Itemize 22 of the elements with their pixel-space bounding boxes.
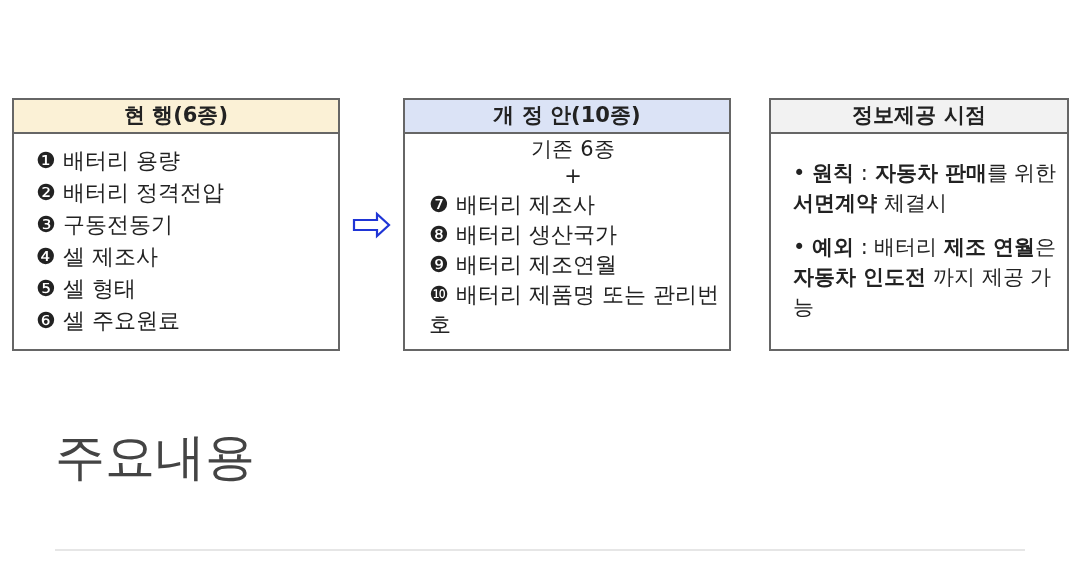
hollow-arrow xyxy=(352,211,391,239)
bullet-text: • 예외 : 배터리 제조 연월은 자동차 인도전 까지 제공 가능 xyxy=(793,234,1058,321)
list-item: ❺ 셀 형태 xyxy=(36,275,137,303)
list-item: ❹ 셀 제조사 xyxy=(36,243,159,271)
list-note: 기존 6종 xyxy=(531,136,615,163)
list-item: ❼ 배터리 제조사 xyxy=(428,191,596,219)
list-item: ❸ 구동전동기 xyxy=(36,211,174,239)
list-item: ❷ 배터리 정격전압 xyxy=(36,179,225,207)
list-item: ❽ 배터리 생산국가 xyxy=(428,221,618,249)
list-item: ❾ 배터리 제조연월 xyxy=(428,251,618,279)
list-item: ❿ 배터리 제품명 또는 관리번호 xyxy=(428,281,719,339)
panel-heading: 현 행(6종) xyxy=(14,100,338,134)
panel-heading: 정보제공 시점 xyxy=(771,100,1067,134)
info-panel xyxy=(403,98,731,351)
section-heading: 주요내용 xyxy=(55,427,255,488)
info-panel xyxy=(12,98,340,351)
bullet-text: • 원칙 : 자동차 판매를 위한 서면계약 체결시 xyxy=(793,160,1058,217)
panel-heading: 개 정 안(10종) xyxy=(405,100,729,134)
list-item: ❶ 배터리 용량 xyxy=(36,147,181,175)
list-item: ❻ 셀 주요원료 xyxy=(36,307,181,335)
list-note: + xyxy=(564,163,582,190)
info-panel xyxy=(769,98,1069,351)
